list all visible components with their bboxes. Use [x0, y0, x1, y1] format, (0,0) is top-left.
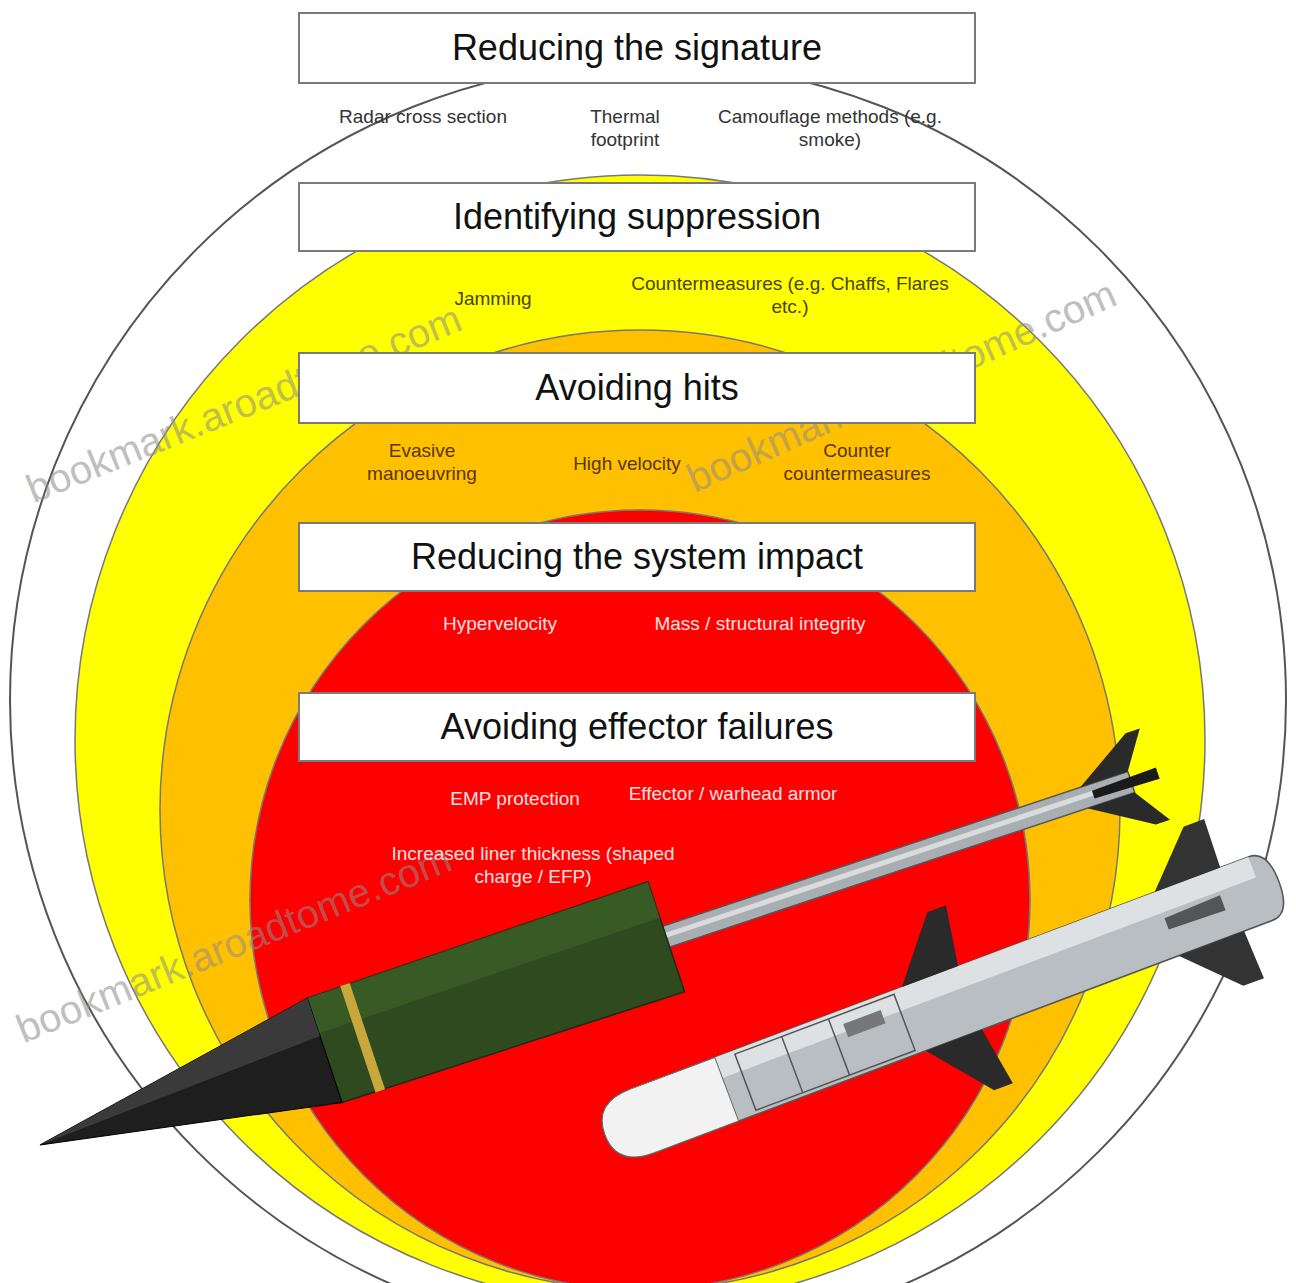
sub-item-label: Camouflage methods (e.g. smoke): [705, 106, 955, 152]
suppression-ring: [75, 175, 1205, 1283]
sub-item-label: Hypervelocity: [420, 613, 580, 636]
sub-item-label: Jamming: [423, 288, 563, 311]
sub-item-label: Increased liner thickness (shaped charge…: [388, 843, 678, 889]
layer-title-box: Reducing the signature: [298, 12, 976, 84]
sub-item-label: Mass / structural integrity: [645, 613, 875, 636]
sub-item-label: Thermal footprint: [570, 106, 680, 152]
sub-item-label: EMP protection: [430, 788, 600, 811]
missile-illustration: [572, 793, 1296, 1224]
sub-item-label: Countermeasures (e.g. Chaffs, Flares etc…: [625, 273, 955, 319]
layer-title-box: Identifying suppression: [298, 182, 976, 252]
layer-title-box: Reducing the system impact: [298, 522, 976, 592]
sub-item-label: Counter countermeasures: [757, 440, 957, 486]
layer-title-box: Avoiding effector failures: [298, 692, 976, 762]
layer-title: Reducing the signature: [452, 28, 822, 68]
layer-title: Avoiding hits: [535, 368, 738, 408]
sub-item-label: Effector / warhead armor: [623, 783, 843, 806]
sub-item-label: Radar cross section: [303, 106, 543, 129]
layer-title: Reducing the system impact: [411, 537, 863, 577]
signature-ring: [10, 62, 1286, 1283]
sub-item-label: Evasive manoeuvring: [337, 440, 507, 486]
layer-title-box: Avoiding hits: [298, 352, 976, 424]
sub-item-label: High velocity: [552, 453, 702, 476]
layer-title: Identifying suppression: [453, 197, 821, 237]
layer-title: Avoiding effector failures: [441, 707, 834, 747]
hits-ring: [160, 330, 1120, 1283]
